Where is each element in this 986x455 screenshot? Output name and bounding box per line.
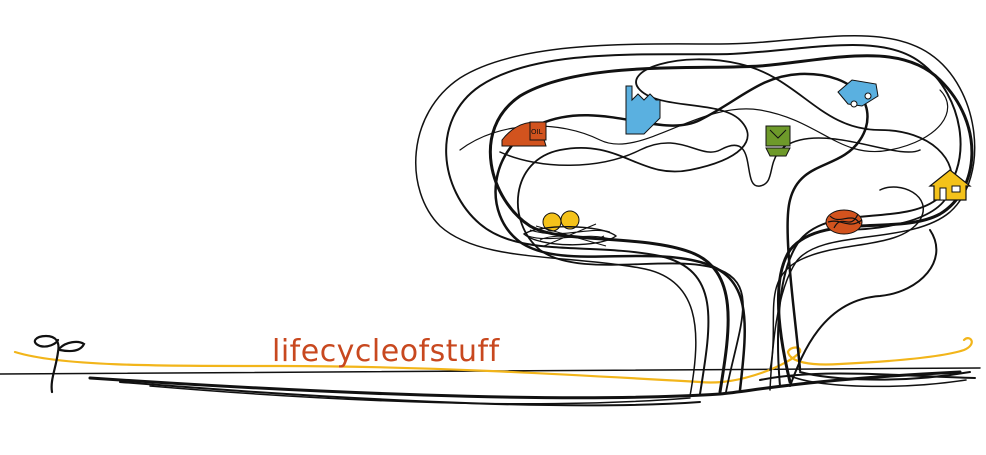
- brand-logo-text: lifecycleofstuff: [272, 334, 500, 369]
- oil-field-icon: OIL: [501, 121, 547, 147]
- package-icon: [765, 125, 791, 157]
- sprout-icon: [33, 334, 86, 394]
- house-icon: [928, 169, 972, 201]
- delivery-truck-icon: [837, 79, 879, 108]
- yarn-ball-icon: [825, 209, 863, 235]
- ground-lines: [0, 367, 981, 407]
- factory-icon: [625, 85, 661, 135]
- oil-label: OIL: [531, 128, 543, 136]
- tree-tangle: [415, 35, 976, 397]
- nest-with-bulbs-icon: [522, 210, 618, 247]
